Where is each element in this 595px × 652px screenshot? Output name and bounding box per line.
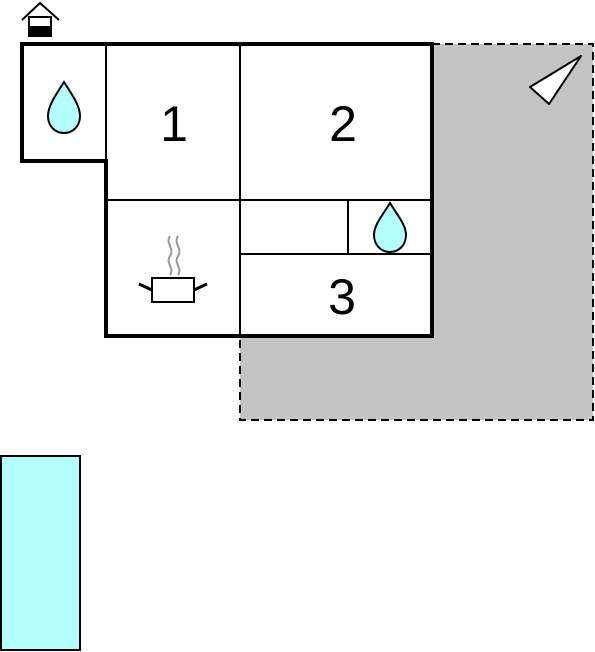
room-3-label: 3 bbox=[328, 269, 356, 325]
swimming-pool bbox=[0, 455, 81, 651]
room-1-label: 1 bbox=[160, 96, 188, 152]
water-drop-icon bbox=[372, 201, 408, 254]
interior-walls bbox=[105, 44, 432, 336]
water-drop-icon bbox=[46, 80, 82, 135]
room-2-label: 2 bbox=[329, 96, 357, 152]
cooking-pot-icon bbox=[138, 235, 208, 303]
house-entrance-icon bbox=[21, 1, 60, 37]
building-outline bbox=[20, 42, 434, 338]
terrace-area bbox=[239, 43, 594, 421]
sun-shade-icon bbox=[529, 55, 582, 105]
